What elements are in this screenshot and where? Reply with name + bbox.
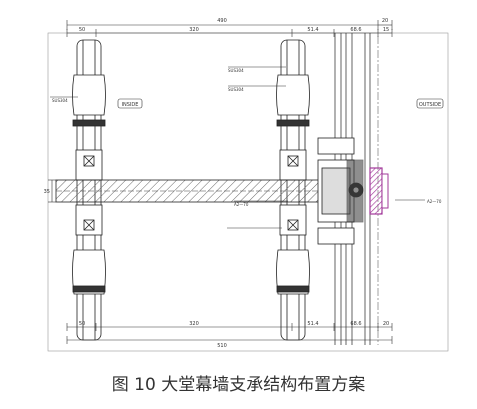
dim-top-seg-4: 68.6 [350,27,361,33]
bottom-dimension-chain [66,323,393,344]
callout-left-top-spec: SUS304 [52,98,68,103]
callout-mid-second-spec: SUS304 [228,87,244,92]
callout-outside-spec: A2—70 [427,199,442,204]
inside-label: INSIDE [122,102,139,108]
dim-top-seg-1: 50 [79,27,85,33]
callout-leaders [50,66,425,229]
dim-top-seg-2: 320 [189,27,199,33]
top-dimension-chain [66,20,393,37]
callout-mid-top-spec: SUS304 [228,68,244,73]
dim-top-seg-3: 51.4 [307,27,318,33]
connection-node [317,137,364,245]
dim-left-vertical: 35 [44,189,50,195]
dim-bottom-seg-3: 51.4 [307,321,318,327]
outside-label-box: OUTSIDE [416,98,444,109]
dim-bottom-seg-1: 50 [79,321,85,327]
inside-label-box: INSIDE [117,98,143,109]
callout-mid-lower-spec: A2—70 [234,202,249,207]
dim-bottom-overall: 510 [217,343,227,349]
dim-top-seg-5: 15 [383,27,389,33]
outer-glass-panel [369,167,389,215]
dim-bottom-seg-4: 68.6 [350,321,361,327]
dim-bottom-seg-2: 320 [189,321,199,327]
dim-bottom-seg-5: 20 [383,321,389,327]
middle-glass-fin [276,39,310,341]
dim-top-overall-right: 20 [382,18,388,24]
outside-label: OUTSIDE [419,102,441,108]
figure-caption: 图 10 大堂幕墙支承结构布置方案 [111,375,366,395]
curtain-wall-support-drawing: 490 20 50 320 51.4 68.6 15 [44,18,449,352]
support-beam [55,179,347,203]
dim-top-overall: 490 [217,18,227,24]
left-vertical-dimension [48,179,56,203]
